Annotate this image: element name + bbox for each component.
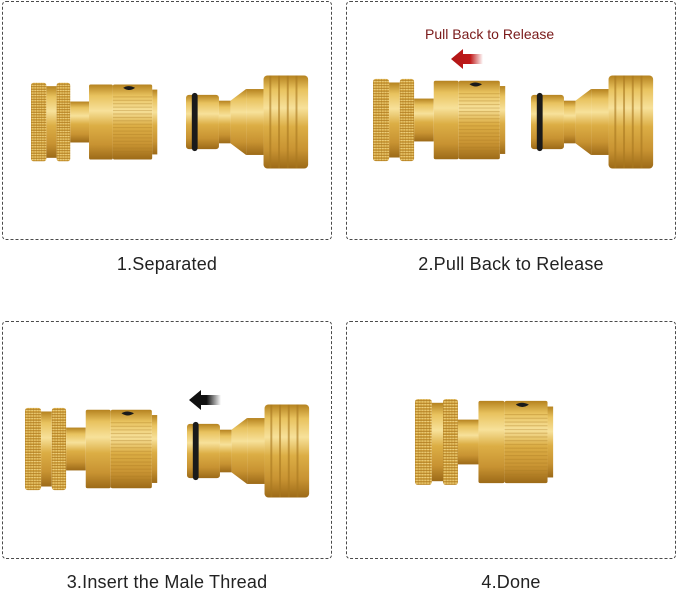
- pull-back-hint: Pull Back to Release: [425, 26, 555, 42]
- step-3-panel: [2, 321, 332, 559]
- step-1-panel: [2, 1, 332, 240]
- insert-arrow-icon: [189, 390, 221, 410]
- step-3-caption: 3.Insert the Male Thread: [66, 572, 268, 592]
- step-2-caption: 2.Pull Back to Release: [418, 254, 604, 274]
- male-connector-image: [187, 402, 313, 500]
- male-connector-thread-image: [551, 400, 601, 484]
- female-connector-image: [373, 70, 507, 170]
- male-connector-image: [531, 72, 657, 172]
- step-4-caption: 4.Done: [481, 572, 541, 592]
- step-2-panel: Pull Back to Release: [346, 1, 676, 240]
- female-connector-image: [31, 74, 159, 170]
- pull-back-arrow-icon: [451, 49, 483, 69]
- step-1-caption: 1.Separated: [116, 254, 218, 274]
- step-4-panel: [346, 321, 676, 559]
- female-connector-image: [415, 394, 555, 490]
- female-connector-image: [25, 401, 159, 497]
- male-connector-image: [186, 72, 312, 172]
